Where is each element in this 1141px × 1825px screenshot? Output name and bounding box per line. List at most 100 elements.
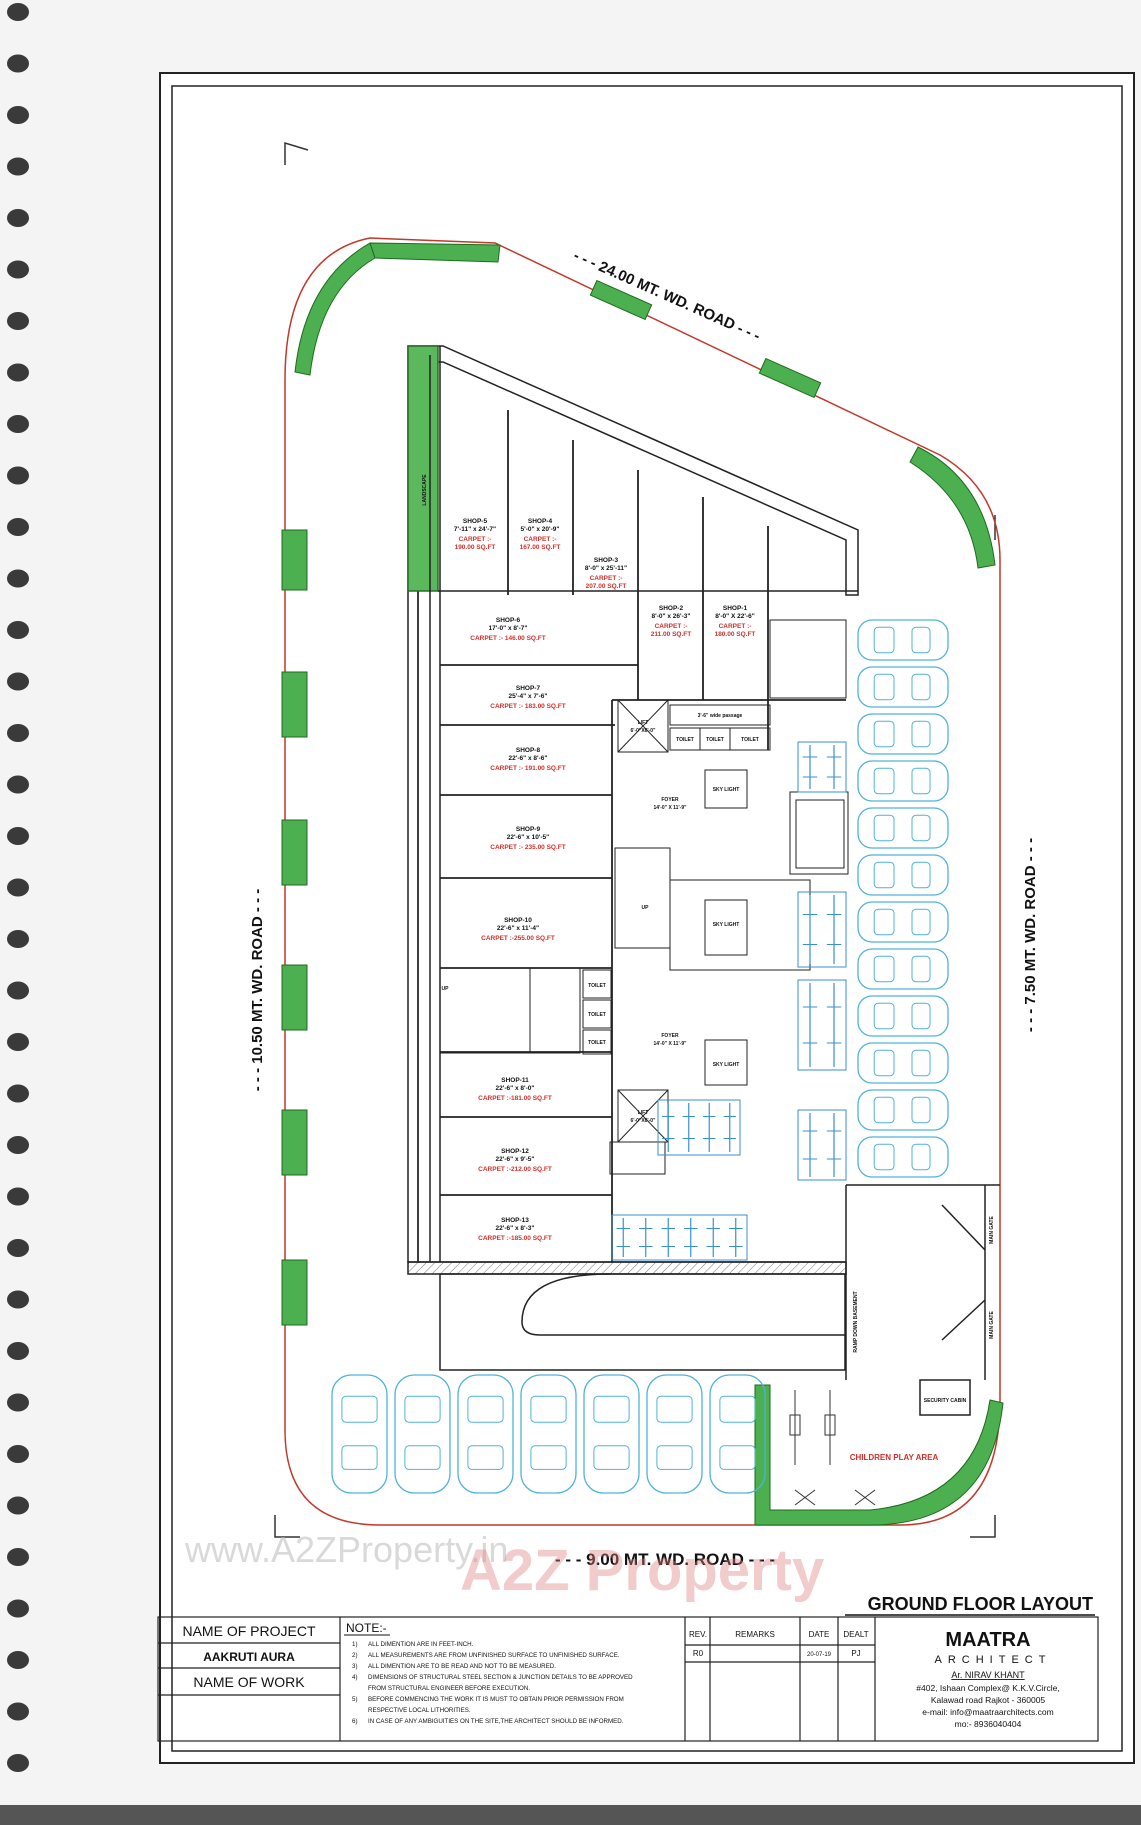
shop-label: SHOP-2 8'-0" x 26'-3" CARPET :- 211.00 S… xyxy=(651,605,691,638)
shop-label: SHOP-1 8'-0" X 22'-6" CARPET :- 180.00 S… xyxy=(715,605,756,638)
car-slot xyxy=(857,666,949,708)
up-label: UP xyxy=(642,905,650,911)
dealt-value: PJ xyxy=(851,1649,860,1658)
svg-text:22'-6" x 9'-5": 22'-6" x 9'-5" xyxy=(496,1156,535,1163)
firm-email: e-mail: info@maatraarchitects.com xyxy=(922,1707,1053,1717)
staircase-west xyxy=(439,967,581,1054)
foyer-size-label: 14'-0" X 11'-9" xyxy=(654,1041,688,1047)
title-block xyxy=(157,1616,1099,1742)
main-gate-label: MAIN GATE xyxy=(989,1215,995,1243)
two-wheeler-block xyxy=(657,1099,741,1156)
svg-text:SHOP-8: SHOP-8 xyxy=(516,747,541,754)
svg-text:SHOP-2: SHOP-2 xyxy=(659,605,684,612)
note-text: ALL MEASUREMENTS ARE FROM UNFINISHED SUR… xyxy=(368,1652,620,1659)
note-text: FROM STRUCTURAL ENGINEER BEFORE EXECUTIO… xyxy=(368,1685,530,1692)
binding-hole xyxy=(7,827,29,845)
binding-hole xyxy=(7,415,29,433)
note-number: 6) xyxy=(352,1718,358,1725)
car-slot xyxy=(857,901,949,943)
parking-two-wheelers xyxy=(611,741,847,1261)
building-walls xyxy=(407,345,859,1371)
car-slot xyxy=(857,854,949,896)
note-number: 2) xyxy=(352,1652,358,1659)
ramp-label: RAMP DOWN BASEMENT xyxy=(853,1291,859,1352)
binding-hole xyxy=(7,1239,29,1257)
svg-text:SHOP-4: SHOP-4 xyxy=(528,518,553,525)
date-header: DATE xyxy=(809,1630,830,1639)
svg-text:22'-6" x 8'-0": 22'-6" x 8'-0" xyxy=(496,1085,535,1092)
firm-subtitle: ARCHITECT xyxy=(935,1654,1052,1666)
two-wheeler-block xyxy=(797,741,847,793)
shop-label: SHOP-13 22'-6" x 8'-3" CARPET :-185.00 S… xyxy=(478,1217,552,1242)
svg-text:SHOP-13: SHOP-13 xyxy=(501,1217,529,1224)
note-text: ALL DIMENTION ARE IN FEET-INCH. xyxy=(368,1641,474,1648)
svg-text:CARPET :- 191.00 SQ.FT: CARPET :- 191.00 SQ.FT xyxy=(490,765,566,772)
note-number: 5) xyxy=(352,1696,358,1703)
play-equipment xyxy=(789,1390,876,1506)
corner-marks xyxy=(274,141,996,1538)
binding-hole xyxy=(7,1702,29,1721)
road-label-right: - - - 7.50 MT. WD. ROAD - - - xyxy=(1022,838,1039,1032)
car-slot xyxy=(857,995,949,1037)
road-label-left: - - - 10.50 MT. WD. ROAD - - - xyxy=(249,889,266,1092)
binding-hole xyxy=(7,1136,29,1154)
shop-label: SHOP-5 7'-11" x 24'-7" CARPET :- 190.00 … xyxy=(454,518,496,551)
svg-text:CARPET :-255.00 SQ.FT: CARPET :-255.00 SQ.FT xyxy=(481,935,555,942)
toilet-label: TOILET xyxy=(676,737,694,743)
svg-text:CARPET :-: CARPET :- xyxy=(719,623,752,630)
watermark-url: www.A2ZProperty.in xyxy=(184,1529,508,1570)
toilet-label: TOILET xyxy=(706,737,724,743)
lift-label: LIFT xyxy=(638,720,649,726)
svg-text:CARPET :- 235.00 SQ.FT: CARPET :- 235.00 SQ.FT xyxy=(490,844,566,851)
binding-hole xyxy=(7,1342,29,1360)
binding-hole xyxy=(7,621,29,639)
binding-hole xyxy=(7,775,29,794)
toilet-label: TOILET xyxy=(588,1040,606,1046)
main-gate-label: MAIN GATE xyxy=(989,1310,995,1338)
svg-text:SHOP-3: SHOP-3 xyxy=(594,557,619,564)
shop-label: SHOP-7 25'-4" x 7'-6" CARPET :- 183.00 S… xyxy=(490,685,566,710)
car-slot xyxy=(331,1374,388,1494)
binding-hole xyxy=(7,672,29,691)
title-block-text: NAME OF PROJECT AAKRUTI AURA NAME OF WOR… xyxy=(182,1621,390,1690)
shop-label: SHOP-3 8'-0" x 25'-11" CARPET :- 207.00 … xyxy=(585,557,627,590)
svg-text:CARPET :-: CARPET :- xyxy=(524,536,557,543)
binding-hole xyxy=(7,1187,29,1206)
lift-size-label: 6'-0"X6'-0" xyxy=(631,1118,657,1124)
road-label-bottom: - - - 9.00 MT. WD. ROAD - - - xyxy=(555,1550,775,1569)
binding-hole xyxy=(7,569,29,588)
svg-text:SHOP-5: SHOP-5 xyxy=(463,518,488,525)
binding-hole xyxy=(7,1599,29,1618)
foyer-label: FOYER xyxy=(661,797,679,803)
security-label: SECURITY CABIN xyxy=(924,1398,967,1404)
watermark-brand: A2Z Property xyxy=(460,1538,824,1603)
shop-labels: SHOP-5 7'-11" x 24'-7" CARPET :- 190.00 … xyxy=(454,518,756,1242)
toilet-label: TOILET xyxy=(588,983,606,989)
svg-text:SHOP-11: SHOP-11 xyxy=(501,1077,529,1084)
svg-text:SHOP-12: SHOP-12 xyxy=(501,1148,529,1155)
note-number: 4) xyxy=(352,1674,358,1681)
car-slot xyxy=(583,1374,640,1494)
toilet-label: TOILET xyxy=(588,1012,606,1018)
car-slot xyxy=(709,1374,766,1494)
binding-holes xyxy=(7,3,29,1772)
svg-text:7'-11" x 24'-7": 7'-11" x 24'-7" xyxy=(454,526,496,533)
shop-label: SHOP-6 17'-0" x 8'-7" CARPET :- 146.00 S… xyxy=(470,617,546,642)
svg-text:SHOP-1: SHOP-1 xyxy=(723,605,748,612)
rev-value: R0 xyxy=(693,1649,704,1658)
binding-hole xyxy=(7,878,29,897)
skylight-label: SKY LIGHT xyxy=(713,922,740,928)
two-wheeler-block xyxy=(797,979,847,1071)
binding-hole xyxy=(7,1548,29,1566)
passage-label: 3'-6" wide passage xyxy=(698,713,743,719)
svg-text:25'-4" x 7'-6": 25'-4" x 7'-6" xyxy=(509,693,548,700)
car-slot xyxy=(857,619,949,661)
car-slot xyxy=(646,1374,703,1494)
binding-hole xyxy=(7,312,29,330)
landscape-planters xyxy=(281,242,1004,1526)
stair-northeast xyxy=(769,619,847,699)
svg-text:CARPET :-212.00 SQ.FT: CARPET :-212.00 SQ.FT xyxy=(478,1166,552,1173)
note-text: ALL DIMENTION ARE TO BE READ AND NOT TO … xyxy=(368,1663,556,1670)
binding-hole xyxy=(7,1084,29,1103)
